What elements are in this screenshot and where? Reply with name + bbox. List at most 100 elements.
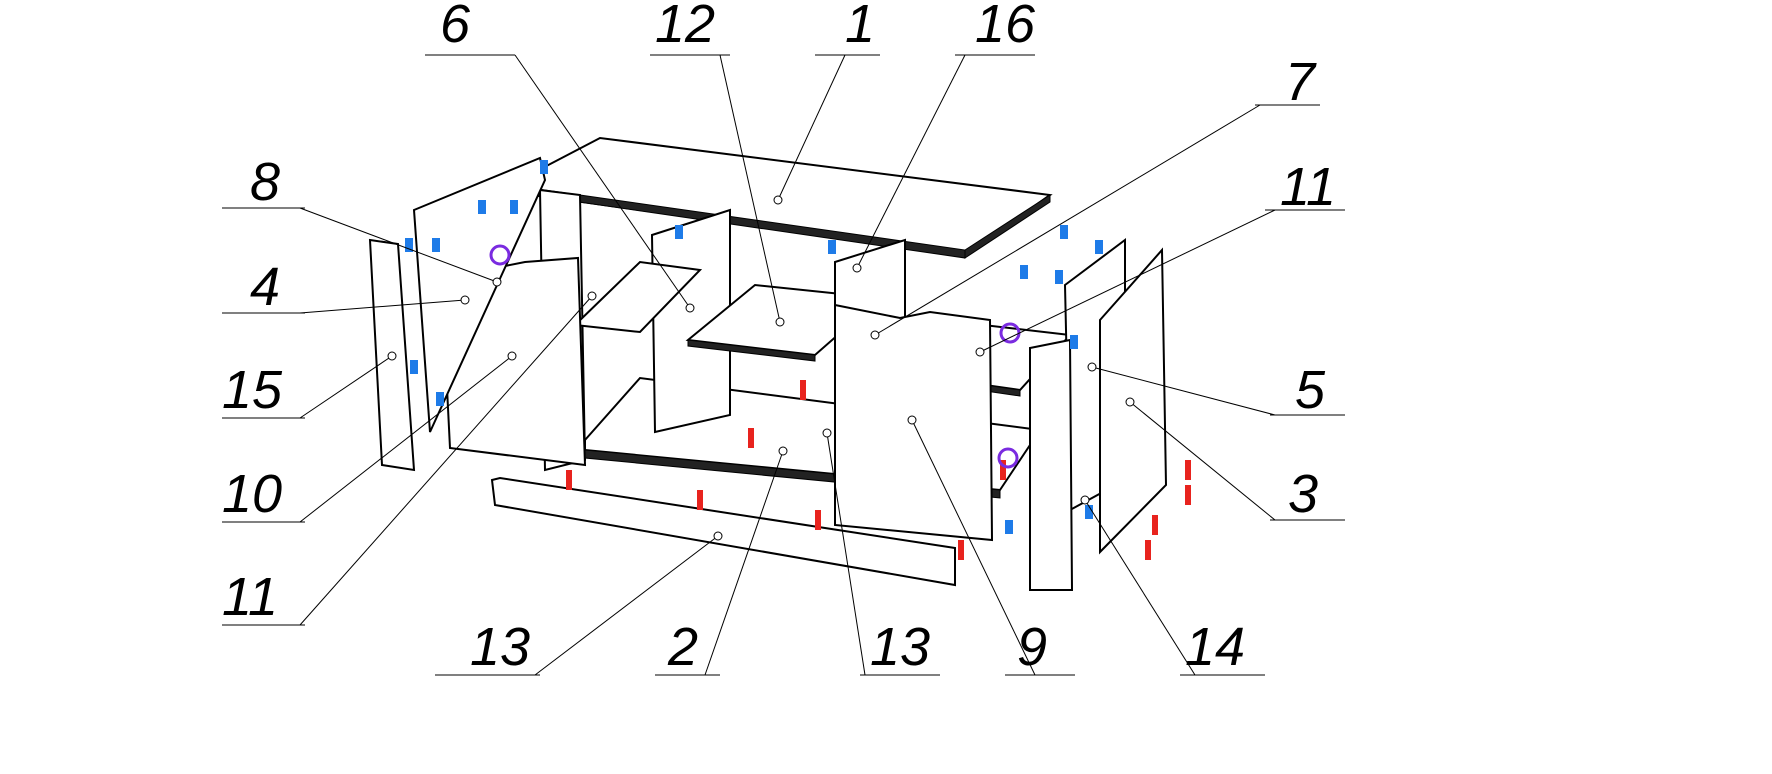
part-marker bbox=[1080, 495, 1090, 505]
part-marker bbox=[492, 277, 502, 287]
hinge-icon bbox=[405, 238, 413, 252]
callout-9: 9 bbox=[907, 415, 1075, 677]
dowel-icon bbox=[1185, 460, 1191, 480]
part-marker bbox=[975, 347, 985, 357]
part-marker bbox=[822, 428, 832, 438]
part-number-label: 9 bbox=[1017, 617, 1047, 677]
hinge-icon bbox=[675, 225, 683, 239]
hinge-icon bbox=[1095, 240, 1103, 254]
leader-line bbox=[719, 54, 781, 323]
leader-line bbox=[299, 355, 393, 419]
callout-10: 10 bbox=[222, 351, 517, 524]
dowel-icon bbox=[1152, 515, 1158, 535]
part-marker bbox=[387, 351, 397, 361]
part-number-label: 15 bbox=[222, 360, 283, 420]
part-number-label: 14 bbox=[1185, 617, 1245, 677]
part-number-label: 8 bbox=[250, 152, 280, 212]
hinge-icon bbox=[478, 200, 486, 214]
dowel-icon bbox=[1000, 460, 1006, 480]
callout-7: 7 bbox=[870, 52, 1320, 340]
leader-line bbox=[514, 54, 691, 309]
part-number-label: 3 bbox=[1288, 464, 1318, 524]
leader-line bbox=[874, 104, 1261, 336]
hinge-icon bbox=[1085, 505, 1093, 519]
dowel-icon bbox=[1185, 485, 1191, 505]
left-back-panel bbox=[412, 156, 547, 433]
part-number-label: 1 bbox=[845, 0, 875, 54]
part-marker bbox=[460, 295, 470, 305]
hinge-icon bbox=[510, 200, 518, 214]
plinth-board bbox=[490, 476, 956, 587]
callout-11: 11 bbox=[975, 157, 1345, 357]
dowel-icon bbox=[1145, 540, 1151, 560]
hinge-icon bbox=[540, 160, 548, 174]
hinge-icon bbox=[432, 238, 440, 252]
part-number-label: 5 bbox=[1295, 360, 1326, 420]
part-marker bbox=[1087, 362, 1097, 372]
part-marker bbox=[1125, 397, 1135, 407]
leader-line bbox=[299, 207, 498, 283]
dowel-icon bbox=[958, 540, 964, 560]
leader-line bbox=[299, 295, 593, 626]
callout-12: 12 bbox=[650, 0, 785, 327]
leader-line bbox=[299, 355, 513, 523]
part-number-label: 6 bbox=[440, 0, 471, 54]
part-number-label: 10 bbox=[222, 464, 282, 524]
middle-shelf-edge bbox=[687, 339, 816, 362]
part-marker bbox=[507, 351, 517, 361]
dowel-icon bbox=[815, 510, 821, 530]
callout-14: 14 bbox=[1080, 495, 1265, 677]
part-number-label: 12 bbox=[655, 0, 715, 54]
hinge-icon bbox=[436, 392, 444, 406]
part-number-label: 13 bbox=[470, 617, 530, 677]
callout-13: 13 bbox=[822, 428, 940, 677]
top-panel-edge-side bbox=[964, 194, 1051, 259]
dowel-icon bbox=[748, 428, 754, 448]
part-number-label: 11 bbox=[222, 567, 278, 627]
callout-8: 8 bbox=[222, 152, 502, 287]
hinge-icon bbox=[1060, 225, 1068, 239]
callout-5: 5 bbox=[1087, 360, 1345, 420]
leader-line bbox=[1091, 366, 1276, 416]
callout-11: 11 bbox=[222, 291, 597, 627]
part-number-label: 2 bbox=[667, 617, 698, 677]
callout-15: 15 bbox=[222, 351, 397, 420]
leader-line bbox=[534, 535, 719, 676]
callout-13: 13 bbox=[435, 531, 723, 677]
hinge-cup-icon bbox=[489, 244, 511, 266]
leader-line bbox=[826, 432, 866, 676]
callout-1: 1 bbox=[773, 0, 880, 205]
part-marker bbox=[685, 303, 695, 313]
leader-line bbox=[856, 54, 966, 269]
part-marker bbox=[852, 263, 862, 273]
callout-3: 3 bbox=[1125, 397, 1345, 524]
hinge-icon bbox=[410, 360, 418, 374]
callout-16: 16 bbox=[852, 0, 1036, 273]
part-number-label: 4 bbox=[250, 257, 280, 317]
dowel-icon bbox=[566, 470, 572, 490]
leader-line bbox=[911, 419, 1036, 676]
hinge-icon bbox=[828, 240, 836, 254]
leader-line bbox=[704, 450, 784, 676]
dowel-icon bbox=[800, 380, 806, 400]
leader-line bbox=[299, 299, 466, 314]
hinge-icon bbox=[1055, 270, 1063, 284]
part-marker bbox=[713, 531, 723, 541]
leader-line bbox=[1129, 401, 1276, 521]
leader-line bbox=[777, 54, 846, 201]
part-marker bbox=[587, 291, 597, 301]
left-shelf bbox=[572, 260, 703, 334]
hinge-cup-icon bbox=[997, 447, 1019, 469]
leader-line bbox=[1084, 499, 1196, 676]
dowel-icon bbox=[697, 490, 703, 510]
right-post bbox=[1029, 338, 1074, 591]
part-number-label: 7 bbox=[1285, 52, 1317, 112]
callout-4: 4 bbox=[222, 257, 470, 317]
hinge-icon bbox=[1070, 335, 1078, 349]
part-marker bbox=[778, 446, 788, 456]
part-marker bbox=[870, 330, 880, 340]
part-number-label: 13 bbox=[870, 617, 930, 677]
part-marker bbox=[773, 195, 783, 205]
